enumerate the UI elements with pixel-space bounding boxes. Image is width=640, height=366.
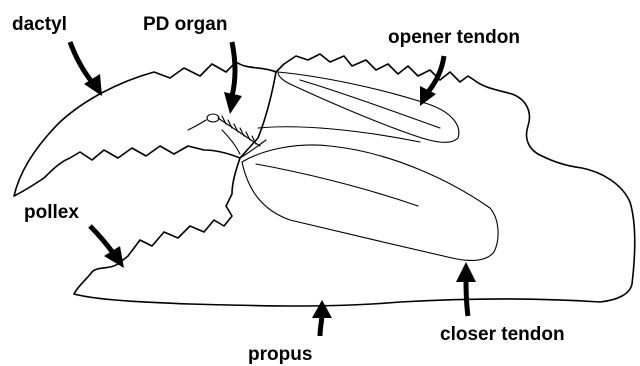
arrow-pollex — [90, 226, 124, 268]
arrow-closer-tendon — [456, 262, 476, 316]
pd-organ-loop — [207, 114, 219, 122]
label-pollex: pollex — [24, 202, 79, 223]
propus-outline — [74, 54, 635, 306]
label-opener-tendon: opener tendon — [388, 27, 520, 48]
label-propus: propus — [248, 344, 312, 365]
opener-tendon-inner-line — [300, 80, 440, 128]
closer-tendon-shape — [242, 145, 498, 261]
arrow-opener-tendon — [420, 56, 444, 106]
closer-tendon-inner-line — [256, 164, 418, 206]
label-closer-tendon: closer tendon — [440, 324, 565, 345]
pd-organ-tail — [188, 120, 206, 130]
label-pd-organ: PD organ — [143, 14, 227, 35]
pd-organ-lower-strand — [222, 130, 240, 154]
arrow-pd-organ — [224, 42, 242, 114]
arrow-dactyl — [70, 42, 102, 96]
label-dactyl: dactyl — [12, 14, 67, 35]
